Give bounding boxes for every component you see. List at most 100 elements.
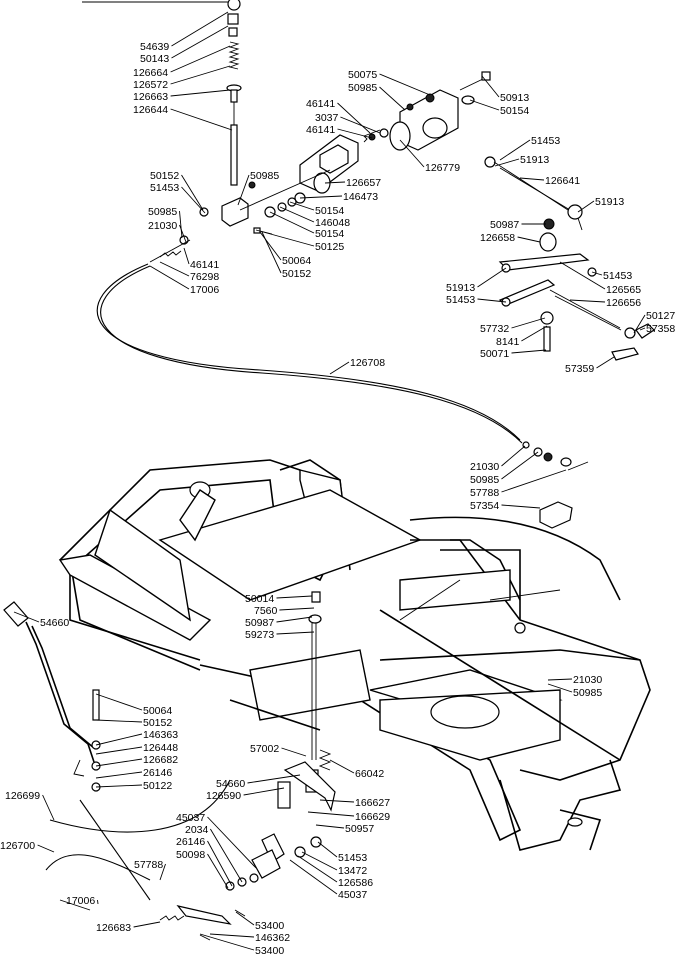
part-callout: 126644 <box>133 104 233 131</box>
part-number-label: 126658 <box>480 232 515 244</box>
part-callout: 13472 <box>301 851 367 877</box>
part-callout: 76298 <box>159 261 219 283</box>
part-number-label: 126708 <box>350 357 385 369</box>
part-number-label: 126586 <box>338 877 373 889</box>
part-number-label: 51913 <box>520 154 549 166</box>
part-number-label: 2034 <box>185 824 209 836</box>
leader-line <box>276 631 315 635</box>
leader-line <box>97 899 99 905</box>
part-callout: 21030 <box>470 445 526 473</box>
part-callout: 57732 <box>480 317 546 335</box>
part-callout: 126779 <box>399 139 460 174</box>
part-number-label: 57358 <box>646 323 675 335</box>
part-callout: 50125 <box>255 229 344 253</box>
leader-line <box>481 75 500 98</box>
leader-line <box>170 89 231 97</box>
part-callout: 50064 <box>259 231 311 267</box>
leader-line <box>340 116 381 134</box>
part-number-label: 126590 <box>206 790 241 802</box>
leader-line <box>297 855 338 883</box>
leader-line <box>469 99 500 111</box>
leader-line <box>329 759 355 774</box>
part-callout: 50985 <box>237 170 279 206</box>
part-callout: 50913 <box>481 75 529 104</box>
leader-line <box>255 229 315 247</box>
part-callout: 50071 <box>480 348 547 360</box>
part-number-label: 59273 <box>245 629 274 641</box>
part-number-label: 51913 <box>446 282 475 294</box>
leader-line <box>171 25 229 59</box>
part-callout: 45037 <box>176 812 257 869</box>
leader-line <box>207 816 257 869</box>
leader-line <box>279 607 315 611</box>
part-number-label: 51453 <box>150 182 179 194</box>
control-cable <box>96 263 589 529</box>
leader-line <box>315 824 345 829</box>
part-callout: 50154 <box>289 201 344 217</box>
part-callout: 26146 <box>95 767 172 779</box>
part-number-label: 50985 <box>470 474 499 486</box>
leader-line <box>209 933 255 938</box>
part-callout: 57358 <box>639 323 675 335</box>
part-callout: 126699 <box>5 790 55 821</box>
leader-line <box>13 611 40 623</box>
leader-line <box>494 158 520 167</box>
part-callout: 51913 <box>577 196 624 213</box>
part-number-label: 50152 <box>282 268 311 280</box>
part-number-label: 50064 <box>282 255 311 267</box>
part-callout: 57354 <box>470 500 541 512</box>
shift-rod-assembly <box>82 0 242 186</box>
part-number-label: 51453 <box>338 852 367 864</box>
callout-labels: 5463950143126664126572126663126644500755… <box>0 11 675 957</box>
part-callout: 57788 <box>470 469 567 499</box>
part-callout: 51913 <box>494 154 549 167</box>
part-callout: 17006 <box>149 265 219 296</box>
upper-bracket-assembly <box>149 134 359 263</box>
part-number-label: 51453 <box>603 270 632 282</box>
leader-line <box>501 469 567 493</box>
part-number-label: 50985 <box>573 687 602 699</box>
part-number-label: 50985 <box>348 82 377 94</box>
leader-line <box>511 349 547 354</box>
part-number-label: 46141 <box>306 124 335 136</box>
part-number-label: 50154 <box>315 205 344 217</box>
part-callout: 50957 <box>315 823 374 835</box>
part-number-label: 17006 <box>190 284 219 296</box>
leader-line <box>42 794 55 821</box>
leader-line <box>279 206 315 223</box>
part-number-label: 126565 <box>606 284 641 296</box>
leader-line <box>179 210 183 239</box>
part-number-label: 146473 <box>343 191 378 203</box>
part-callout: 59273 <box>245 629 315 641</box>
part-callout: 54660 <box>13 611 69 629</box>
part-callout: 50152 <box>150 170 204 211</box>
leader-line <box>37 844 55 853</box>
part-callout: 21030 <box>547 674 602 686</box>
part-callout: 51453 <box>317 841 367 864</box>
part-number-label: 54660 <box>40 617 69 629</box>
part-callout: 51453 <box>446 294 507 306</box>
part-callout: 3037 <box>315 112 381 134</box>
leader-line <box>569 299 606 303</box>
part-number-label: 166629 <box>355 811 390 823</box>
leader-line <box>301 851 338 871</box>
leader-line <box>337 102 371 134</box>
part-number-label: 50154 <box>500 105 529 117</box>
part-number-label: 50014 <box>245 593 274 605</box>
part-callout: 126641 <box>519 175 580 187</box>
part-callout: 50098 <box>176 849 229 889</box>
part-number-label: 57788 <box>134 859 163 871</box>
part-number-label: 7560 <box>254 605 278 617</box>
leader-line <box>159 261 190 277</box>
chassis-frame <box>58 459 651 851</box>
part-number-label: 146362 <box>255 932 290 944</box>
part-callout: 26146 <box>176 836 233 887</box>
part-number-label: 50152 <box>150 170 179 182</box>
part-callout: 46141 <box>306 98 371 134</box>
leader-line <box>237 174 250 206</box>
part-callout: 126656 <box>569 297 641 309</box>
part-number-label: 50143 <box>140 53 169 65</box>
part-callout: 51453 <box>150 182 206 214</box>
part-number-label: 126657 <box>346 177 381 189</box>
